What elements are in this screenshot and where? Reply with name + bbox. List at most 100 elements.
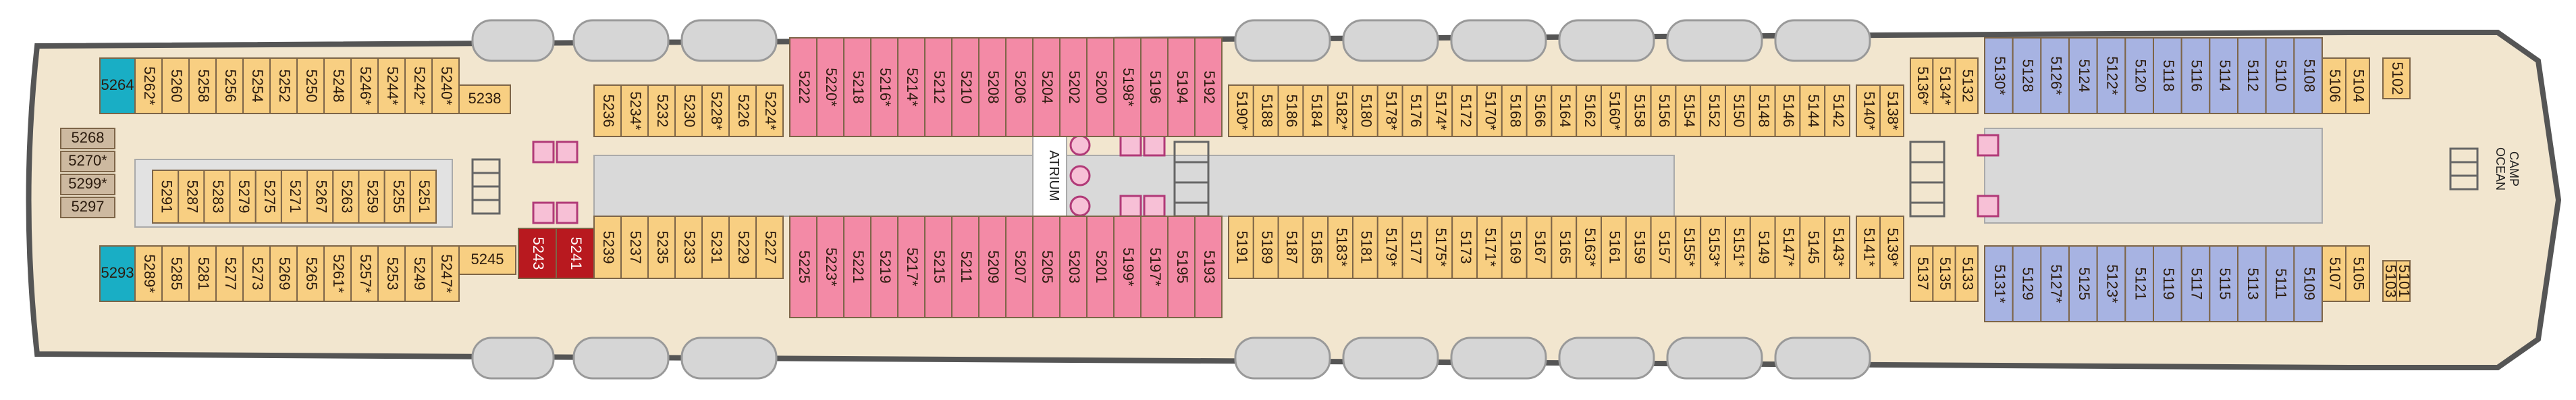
cabin-5251[interactable]: 5251 (409, 170, 437, 224)
cabin-5115[interactable]: 5115 (2209, 245, 2238, 322)
cabin-5124[interactable]: 5124 (2068, 37, 2098, 114)
cabin-5200[interactable]: 5200 (1086, 37, 1115, 137)
cabin-5234-star[interactable]: 5234* (620, 84, 649, 137)
cabin-5132[interactable]: 5132 (1954, 57, 1979, 114)
cabin-5245[interactable]: 5245 (458, 245, 516, 275)
cabin-5229[interactable]: 5229 (728, 216, 757, 279)
cabin-5122-star[interactable]: 5122* (2096, 37, 2126, 114)
cabin-5268[interactable]: 5268 (60, 128, 115, 149)
cabin-5142[interactable]: 5142 (1824, 84, 1850, 137)
cabin-5233[interactable]: 5233 (674, 216, 703, 279)
cabin-5144[interactable]: 5144 (1799, 84, 1826, 137)
cabin-5120[interactable]: 5120 (2124, 37, 2154, 114)
cabin-5228-star[interactable]: 5228* (701, 84, 730, 137)
cabin-5258[interactable]: 5258 (188, 57, 217, 114)
cabin-5174-star[interactable]: 5174* (1426, 84, 1453, 137)
cabin-5154[interactable]: 5154 (1675, 84, 1702, 137)
cabin-5127-star[interactable]: 5127* (2040, 245, 2070, 322)
cabin-5267[interactable]: 5267 (306, 170, 334, 224)
cabin-5221[interactable]: 5221 (843, 216, 871, 318)
cabin-5175-star[interactable]: 5175* (1426, 216, 1453, 279)
cabin-5218[interactable]: 5218 (843, 37, 871, 137)
cabin-5173[interactable]: 5173 (1451, 216, 1478, 279)
cabin-5116[interactable]: 5116 (2180, 37, 2211, 114)
cabin-5152[interactable]: 5152 (1700, 84, 1726, 137)
cabin-5215[interactable]: 5215 (924, 216, 952, 318)
cabin-5259[interactable]: 5259 (358, 170, 385, 224)
cabin-5168[interactable]: 5168 (1501, 84, 1528, 137)
cabin-5106[interactable]: 5106 (2322, 57, 2346, 114)
cabin-5160-star[interactable]: 5160* (1601, 84, 1627, 137)
cabin-5102[interactable]: 5102 (2382, 57, 2411, 99)
cabin-5181[interactable]: 5181 (1352, 216, 1378, 279)
cabin-5169[interactable]: 5169 (1501, 216, 1528, 279)
cabin-5279[interactable]: 5279 (229, 170, 257, 224)
cabin-5159[interactable]: 5159 (1625, 216, 1652, 279)
cabin-5101[interactable]: 5101 (2396, 260, 2413, 302)
cabin-5165[interactable]: 5165 (1551, 216, 1578, 279)
cabin-5204[interactable]: 5204 (1032, 37, 1061, 137)
cabin-5153-star[interactable]: 5153* (1700, 216, 1726, 279)
cabin-5248[interactable]: 5248 (323, 57, 352, 114)
cabin-5227[interactable]: 5227 (755, 216, 784, 279)
cabin-5164[interactable]: 5164 (1551, 84, 1578, 137)
cabin-5238[interactable]: 5238 (458, 84, 511, 114)
cabin-5237[interactable]: 5237 (620, 216, 649, 279)
cabin-5167[interactable]: 5167 (1526, 216, 1553, 279)
cabin-5239[interactable]: 5239 (593, 216, 622, 279)
cabin-5291[interactable]: 5291 (152, 170, 180, 224)
cabin-5134-star[interactable]: 5134* (1932, 57, 1956, 114)
cabin-5150[interactable]: 5150 (1725, 84, 1751, 137)
cabin-5269[interactable]: 5269 (269, 245, 298, 302)
cabin-5183-star[interactable]: 5183* (1327, 216, 1353, 279)
cabin-5130-star[interactable]: 5130* (1984, 37, 2014, 114)
cabin-5203[interactable]: 5203 (1059, 216, 1088, 318)
cabin-5163-star[interactable]: 5163* (1576, 216, 1602, 279)
cabin-5157[interactable]: 5157 (1650, 216, 1677, 279)
cabin-5180[interactable]: 5180 (1352, 84, 1378, 137)
cabin-5177[interactable]: 5177 (1401, 216, 1428, 279)
cabin-5261-star[interactable]: 5261* (323, 245, 352, 302)
cabin-5230[interactable]: 5230 (674, 84, 703, 137)
cabin-5179-star[interactable]: 5179* (1376, 216, 1403, 279)
cabin-5256[interactable]: 5256 (215, 57, 244, 114)
cabin-5270-star[interactable]: 5270* (60, 151, 115, 172)
cabin-5186[interactable]: 5186 (1277, 84, 1304, 137)
cabin-5171-star[interactable]: 5171* (1476, 216, 1503, 279)
cabin-5236[interactable]: 5236 (593, 84, 622, 137)
cabin-5207[interactable]: 5207 (1005, 216, 1034, 318)
cabin-5299-star[interactable]: 5299* (60, 174, 115, 195)
cabin-5121[interactable]: 5121 (2124, 245, 2154, 322)
cabin-5107[interactable]: 5107 (2322, 245, 2346, 302)
cabin-5170-star[interactable]: 5170* (1476, 84, 1503, 137)
cabin-5125[interactable]: 5125 (2068, 245, 2098, 322)
cabin-5119[interactable]: 5119 (2153, 245, 2182, 322)
cabin-5176[interactable]: 5176 (1401, 84, 1428, 137)
cabin-5216-star[interactable]: 5216* (870, 37, 898, 137)
cabin-5146[interactable]: 5146 (1774, 84, 1801, 137)
cabin-5249[interactable]: 5249 (404, 245, 433, 302)
cabin-5209[interactable]: 5209 (978, 216, 1007, 318)
cabin-5263[interactable]: 5263 (332, 170, 360, 224)
cabin-5283[interactable]: 5283 (203, 170, 231, 224)
cabin-5287[interactable]: 5287 (178, 170, 205, 224)
cabin-5252[interactable]: 5252 (269, 57, 298, 114)
cabin-5225[interactable]: 5225 (789, 216, 817, 318)
cabin-5195[interactable]: 5195 (1167, 216, 1196, 318)
cabin-5219[interactable]: 5219 (870, 216, 898, 318)
cabin-5255[interactable]: 5255 (383, 170, 411, 224)
cabin-5199-star[interactable]: 5199* (1113, 216, 1142, 318)
cabin-5117[interactable]: 5117 (2180, 245, 2211, 322)
cabin-5281[interactable]: 5281 (188, 245, 217, 302)
cabin-5244-star[interactable]: 5244* (377, 57, 406, 114)
cabin-5131-star[interactable]: 5131* (1984, 245, 2014, 322)
cabin-5202[interactable]: 5202 (1059, 37, 1088, 137)
cabin-5114[interactable]: 5114 (2209, 37, 2238, 114)
cabin-5129[interactable]: 5129 (2012, 245, 2042, 322)
cabin-5151-star[interactable]: 5151* (1725, 216, 1751, 279)
cabin-5155-star[interactable]: 5155* (1675, 216, 1702, 279)
cabin-5257-star[interactable]: 5257* (350, 245, 379, 302)
cabin-5211[interactable]: 5211 (951, 216, 980, 318)
cabin-5178-star[interactable]: 5178* (1376, 84, 1403, 137)
cabin-5182-star[interactable]: 5182* (1327, 84, 1353, 137)
